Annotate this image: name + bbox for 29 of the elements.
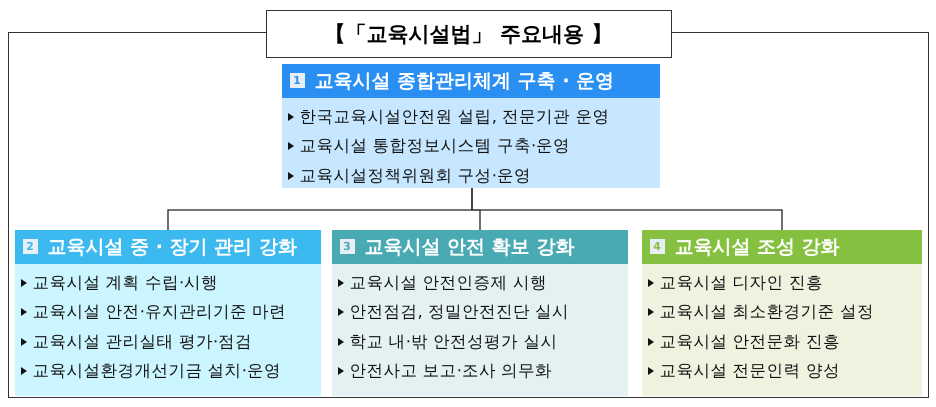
section-box <box>282 64 660 188</box>
number-badge: 3 <box>340 239 354 254</box>
section-box <box>332 230 628 396</box>
number-badge: 2 <box>22 239 38 254</box>
list-item: 한국교육시설안전원 설립, 전문기관 운영 <box>286 102 660 131</box>
list-item: 교육시설 관리실태 평가·점검 <box>18 326 320 356</box>
number-badge: 1 <box>290 73 304 88</box>
connector-line <box>471 188 783 230</box>
list-item: 안전사고 보고·조사 의무화 <box>336 356 628 386</box>
list-item: 교육시설 통합정보시스템 구축·운영 <box>286 131 660 160</box>
list-item: 교육시설 안전문화 진흥 <box>646 326 922 356</box>
header-text: 교육시설 중 · 장기 관리 강화 <box>48 234 297 260</box>
header-text: 교육시설 종합관리체계 구축 · 운영 <box>314 68 614 94</box>
list-item: 교육시설정책위원회 구성·운영 <box>286 160 660 190</box>
list-item: 교육시설 디자인 진흥 <box>646 268 922 297</box>
title-box: 【「교육시설법」 주요내용 】 <box>266 10 672 58</box>
header-text: 교육시설 조성 강화 <box>674 234 840 260</box>
list-item: 교육시설 전문인력 양성 <box>646 356 922 386</box>
list-item: 교육시설 안전인증제 시행 <box>336 268 628 297</box>
section-box <box>642 230 922 396</box>
list-item: 교육시설환경개선기금 설치·운영 <box>18 356 320 386</box>
header-text: 교육시설 안전 확보 강화 <box>364 234 574 260</box>
list-item: 교육시설 안전·유지관리기준 마련 <box>18 297 320 326</box>
list-item: 안전점검, 정밀안전진단 실시 <box>336 297 628 326</box>
number-badge: 4 <box>650 239 664 254</box>
list-item: 교육시설 계획 수립·시행 <box>18 268 320 297</box>
list-item: 학교 내·밖 안전성평가 실시 <box>336 326 628 356</box>
section-box <box>14 230 320 396</box>
list-item: 교육시설 최소환경기준 설정 <box>646 297 922 326</box>
